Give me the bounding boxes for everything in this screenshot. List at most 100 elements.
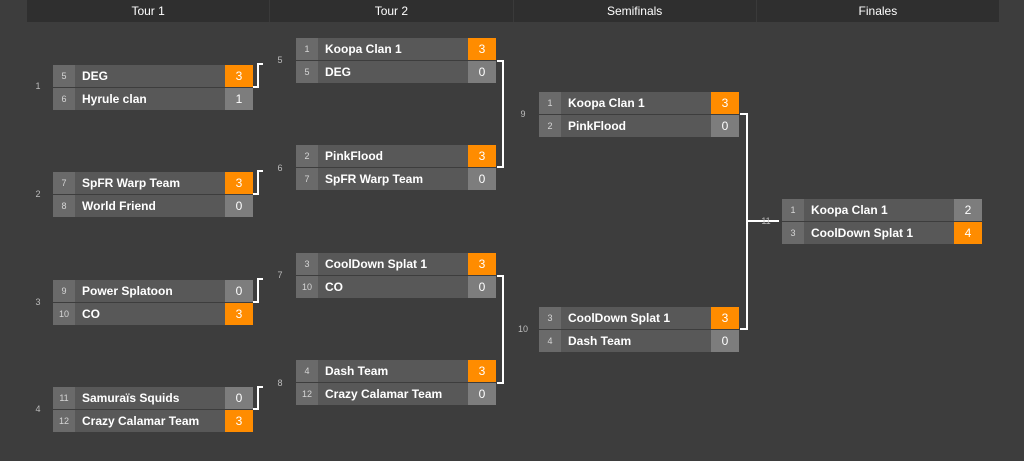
score: 1 xyxy=(225,88,253,110)
score: 4 xyxy=(954,222,982,244)
connector-7-8-10 xyxy=(497,275,504,384)
seed-number: 10 xyxy=(53,303,75,325)
team-name: Koopa Clan 1 xyxy=(325,42,402,56)
seed-number: 3 xyxy=(782,222,804,244)
rounds-header: Tour 1 Tour 2 Semifinals Finales xyxy=(27,0,999,22)
seed-number: 12 xyxy=(296,383,318,405)
seed-number: 1 xyxy=(539,92,561,114)
match-3[interactable]: 9 Power Splatoon 0 10 CO 3 xyxy=(53,280,253,326)
seed-number: 4 xyxy=(296,360,318,382)
connector-4-8 xyxy=(253,386,263,410)
seed-number: 5 xyxy=(53,65,75,87)
score: 0 xyxy=(711,330,739,352)
match-1[interactable]: 5 DEG 3 6 Hyrule clan 1 xyxy=(53,65,253,111)
match-7[interactable]: 3 CoolDown Splat 1 3 10 CO 0 xyxy=(296,253,496,299)
seed-number: 12 xyxy=(53,410,75,432)
team-name: Samuraïs Squids xyxy=(82,391,180,405)
seed-number: 7 xyxy=(53,172,75,194)
match-10[interactable]: 3 CoolDown Splat 1 3 4 Dash Team 0 xyxy=(539,307,739,353)
match-slot[interactable]: 12 Crazy Calamar Team 3 xyxy=(53,410,253,432)
score: 0 xyxy=(225,195,253,217)
score: 3 xyxy=(225,303,253,325)
round-title-tour-2: Tour 2 xyxy=(270,0,514,22)
seed-number: 7 xyxy=(296,168,318,190)
match-5[interactable]: 1 Koopa Clan 1 3 5 DEG 0 xyxy=(296,38,496,84)
match-slot[interactable]: 2 PinkFlood 0 xyxy=(539,115,739,137)
team-name: CoolDown Splat 1 xyxy=(568,311,670,325)
match-slot[interactable]: 3 CoolDown Splat 1 3 xyxy=(539,307,739,329)
score: 0 xyxy=(225,387,253,409)
match-9[interactable]: 1 Koopa Clan 1 3 2 PinkFlood 0 xyxy=(539,92,739,138)
match-slot[interactable]: 11 Samuraïs Squids 0 xyxy=(53,387,253,409)
seed-number: 8 xyxy=(53,195,75,217)
match-slot[interactable]: 7 SpFR Warp Team 3 xyxy=(53,172,253,194)
match-slot[interactable]: 1 Koopa Clan 1 2 xyxy=(782,199,982,221)
round-title-finales: Finales xyxy=(858,4,898,18)
team-name: CO xyxy=(82,307,100,321)
score: 0 xyxy=(711,115,739,137)
team-name: SpFR Warp Team xyxy=(325,172,424,186)
team-name: CoolDown Splat 1 xyxy=(811,226,913,240)
match-slot[interactable]: 3 CoolDown Splat 1 4 xyxy=(782,222,982,244)
team-name: Crazy Calamar Team xyxy=(82,414,200,428)
match-slot[interactable]: 4 Dash Team 0 xyxy=(539,330,739,352)
match-slot[interactable]: 9 Power Splatoon 0 xyxy=(53,280,253,302)
match-number: 9 xyxy=(520,109,526,119)
team-name: SpFR Warp Team xyxy=(82,176,181,190)
match-slot[interactable]: 6 Hyrule clan 1 xyxy=(53,88,253,110)
match-2[interactable]: 7 SpFR Warp Team 3 8 World Friend 0 xyxy=(53,172,253,218)
seed-number: 3 xyxy=(539,307,561,329)
team-name: Hyrule clan xyxy=(82,92,147,106)
match-slot[interactable]: 1 Koopa Clan 1 3 xyxy=(296,38,496,60)
team-name: DEG xyxy=(82,69,109,83)
match-slot[interactable]: 8 World Friend 0 xyxy=(53,195,253,217)
seed-number: 1 xyxy=(782,199,804,221)
round-title-semifinals: Semifinals xyxy=(514,0,757,22)
match-slot[interactable]: 7 SpFR Warp Team 0 xyxy=(296,168,496,190)
seed-number: 9 xyxy=(53,280,75,302)
match-number: 6 xyxy=(277,163,283,173)
match-slot[interactable]: 2 PinkFlood 3 xyxy=(296,145,496,167)
match-number: 5 xyxy=(277,55,283,65)
score: 3 xyxy=(711,92,739,114)
match-8[interactable]: 4 Dash Team 3 12 Crazy Calamar Team 0 xyxy=(296,360,496,406)
team-name: PinkFlood xyxy=(325,149,383,163)
match-slot[interactable]: 4 Dash Team 3 xyxy=(296,360,496,382)
team-name: CoolDown Splat 1 xyxy=(325,257,427,271)
match-slot[interactable]: 12 Crazy Calamar Team 0 xyxy=(296,383,496,405)
score: 3 xyxy=(225,410,253,432)
match-slot[interactable]: 1 Koopa Clan 1 3 xyxy=(539,92,739,114)
score: 0 xyxy=(468,276,496,298)
score: 3 xyxy=(468,360,496,382)
seed-number: 4 xyxy=(539,330,561,352)
match-slot[interactable]: 5 DEG 0 xyxy=(296,61,496,83)
match-slot[interactable]: 3 CoolDown Splat 1 3 xyxy=(296,253,496,275)
seed-number: 2 xyxy=(296,145,318,167)
match-slot[interactable]: 10 CO 3 xyxy=(53,303,253,325)
match-slot[interactable]: 10 CO 0 xyxy=(296,276,496,298)
match-number: 3 xyxy=(35,297,41,307)
score: 2 xyxy=(954,199,982,221)
seed-number: 3 xyxy=(296,253,318,275)
team-name: PinkFlood xyxy=(568,119,626,133)
score: 0 xyxy=(468,61,496,83)
match-6[interactable]: 2 PinkFlood 3 7 SpFR Warp Team 0 xyxy=(296,145,496,191)
team-name: Koopa Clan 1 xyxy=(811,203,888,217)
score: 0 xyxy=(225,280,253,302)
match-number: 7 xyxy=(277,270,283,280)
score: 3 xyxy=(468,38,496,60)
team-name: CO xyxy=(325,280,343,294)
connector-3-7 xyxy=(253,278,263,303)
seed-number: 10 xyxy=(296,276,318,298)
team-name: Power Splatoon xyxy=(82,284,173,298)
match-11[interactable]: 1 Koopa Clan 1 2 3 CoolDown Splat 1 4 xyxy=(782,199,982,245)
connector-2-6 xyxy=(253,170,263,195)
seed-number: 6 xyxy=(53,88,75,110)
seed-number: 11 xyxy=(53,387,75,409)
match-number: 1 xyxy=(35,81,41,91)
match-number: 8 xyxy=(277,378,283,388)
match-4[interactable]: 11 Samuraïs Squids 0 12 Crazy Calamar Te… xyxy=(53,387,253,433)
match-slot[interactable]: 5 DEG 3 xyxy=(53,65,253,87)
connector-9-10-11 xyxy=(740,113,748,330)
